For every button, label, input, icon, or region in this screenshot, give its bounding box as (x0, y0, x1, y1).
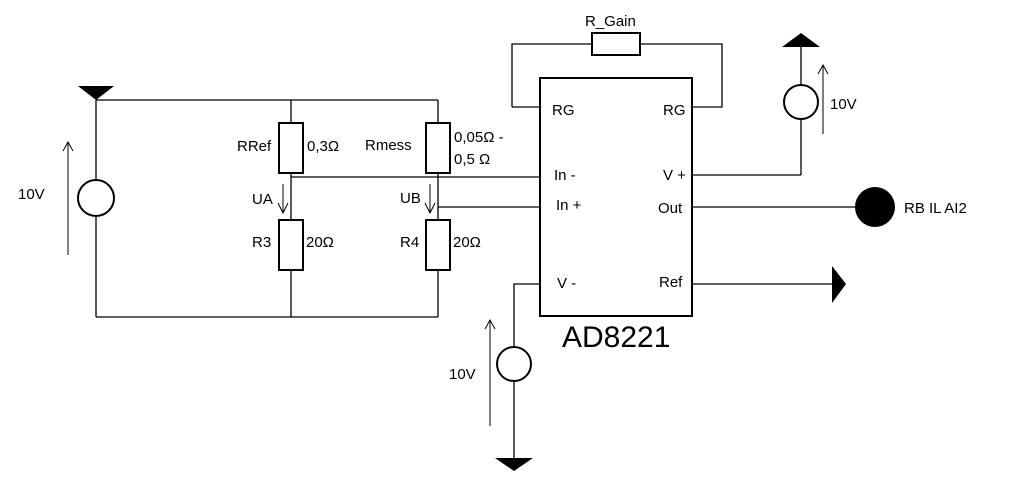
ua-label: UA (252, 191, 273, 208)
rmess-name: Rmess (365, 137, 412, 154)
supply-triangle-icon (495, 458, 533, 471)
supply-triangle-icon (782, 33, 820, 47)
output-node-icon (855, 187, 895, 227)
resistor-rmess (425, 122, 451, 174)
voltage-source-icon (783, 84, 819, 120)
bridge-source-label: 10V (18, 186, 45, 203)
bridge-voltage-source: 10V (18, 140, 115, 255)
ua-arrow (277, 184, 289, 215)
pin-in-plus: In + (556, 197, 582, 214)
output-connection: RB IL AI2 (692, 187, 967, 227)
output-node-label: RB IL AI2 (904, 200, 967, 217)
amplifier-name: AD8221 (562, 321, 670, 354)
r3-name: R3 (252, 234, 271, 251)
pin-out: Out (658, 200, 683, 217)
voltage-source-icon (496, 346, 532, 382)
vminus-source-label: 10V (449, 366, 476, 383)
vminus-supply: 10V (449, 283, 540, 471)
vplus-supply: 10V (692, 33, 857, 176)
gain-loop (511, 43, 723, 108)
r3-value: 20Ω (306, 234, 334, 251)
rmess-value-line1: 0,05Ω - (454, 129, 504, 146)
pin-v-minus: V - (557, 275, 576, 292)
voltage-source-icon (77, 179, 115, 217)
rref-value: 0,3Ω (307, 138, 339, 155)
ub-label: UB (400, 190, 421, 207)
resistor-r3 (278, 219, 304, 271)
reference-triangle-icon (78, 86, 114, 100)
amplifier-box (539, 77, 693, 317)
rgain-label: R_Gain (585, 13, 636, 30)
ref-triangle-icon (832, 266, 846, 303)
r4-value: 20Ω (453, 234, 481, 251)
rmess-value-line2: 0,5 Ω (454, 151, 490, 168)
resistor-rref (278, 122, 304, 174)
ub-arrow (424, 184, 436, 215)
pin-rg-left: RG (552, 102, 575, 119)
resistor-r4 (425, 219, 451, 271)
r4-name: R4 (400, 234, 419, 251)
ref-connection (692, 266, 846, 303)
bridge-wires (95, 99, 540, 318)
pin-rg-right: RG (663, 102, 686, 119)
rref-name: RRef (237, 138, 272, 155)
resistor-rgain (591, 32, 641, 56)
pin-ref: Ref (659, 274, 683, 291)
pin-in-minus: In - (554, 167, 576, 184)
vplus-source-label: 10V (830, 96, 857, 113)
pin-v-plus: V + (663, 167, 686, 184)
